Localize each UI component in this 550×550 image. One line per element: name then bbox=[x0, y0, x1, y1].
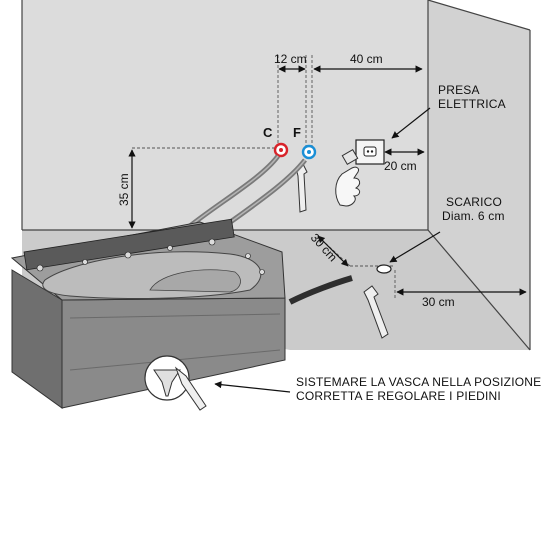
socket-offset-label: 20 cm bbox=[384, 159, 417, 173]
bathtub bbox=[10, 218, 286, 409]
tap-to-socket-label: 40 cm bbox=[350, 52, 383, 66]
drain-callout-line-2: Diam. 6 cm bbox=[442, 209, 505, 223]
hand-icon bbox=[335, 148, 361, 207]
tub-headrest bbox=[149, 269, 241, 293]
adjustable-foot-icon bbox=[144, 355, 207, 411]
cold-label: F bbox=[293, 125, 301, 140]
drain-hose bbox=[288, 275, 353, 305]
drain-callout-arrow bbox=[389, 231, 441, 263]
drain bbox=[376, 264, 392, 274]
hot-label: C bbox=[263, 125, 273, 140]
instruction-line-1: SISTEMARE LA VASCA NELLA POSIZIONE bbox=[296, 375, 541, 389]
socket-callout-line-1: PRESA bbox=[438, 83, 480, 97]
wrench-icon-floor bbox=[363, 285, 389, 339]
drain-from-side-label: 30 cm bbox=[422, 295, 455, 309]
hot-hose-highlight bbox=[189, 155, 279, 227]
side-wall bbox=[428, 0, 530, 350]
socket-callout-line-2: ELETTRICA bbox=[438, 97, 506, 111]
tub-jets bbox=[36, 238, 265, 275]
instruction-line-2: CORRETTA E REGOLARE I PIEDINI bbox=[296, 389, 501, 403]
instruction-callout-arrow bbox=[214, 381, 291, 393]
tub-side-panel-line bbox=[69, 313, 281, 319]
wall-edge-top bbox=[427, 0, 531, 31]
back-wall bbox=[22, 0, 428, 230]
electrical-socket-icon bbox=[355, 139, 385, 165]
tap-height-label: 35 cm bbox=[117, 173, 131, 206]
dimension-arrows bbox=[128, 65, 527, 393]
cold-water-connector bbox=[301, 144, 317, 160]
socket-callout-arrow bbox=[391, 107, 431, 139]
hot-water-connector bbox=[273, 142, 289, 158]
drain-callout-line-1: SCARICO bbox=[446, 195, 502, 209]
tap-spacing-label: 12 cm bbox=[274, 52, 307, 66]
drain-from-wall-arrow bbox=[317, 235, 349, 267]
